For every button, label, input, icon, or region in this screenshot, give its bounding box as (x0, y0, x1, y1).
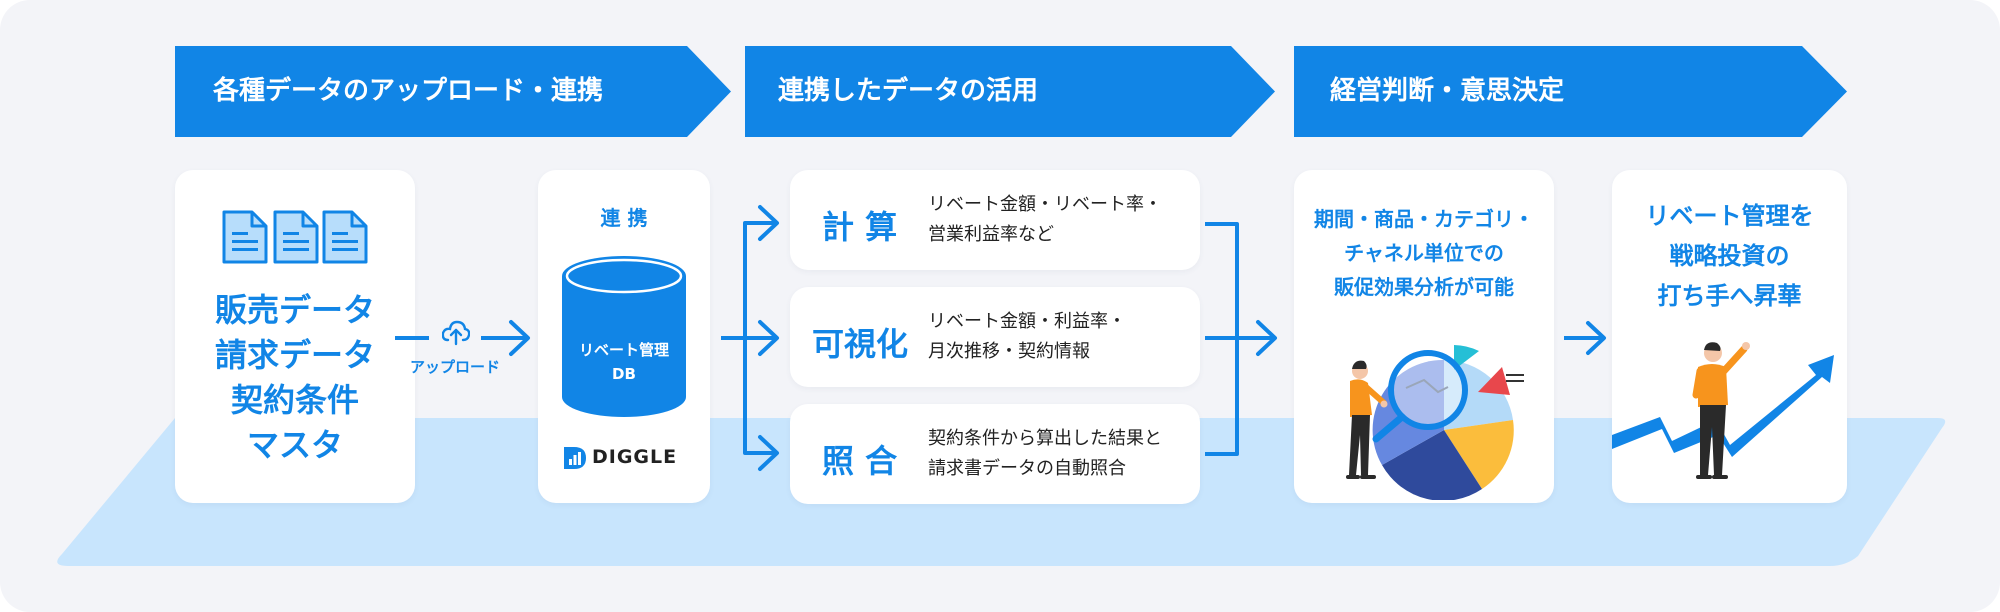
diggle-logo-icon (564, 447, 586, 469)
analysis-line3: 販促効果分析が可能 (1334, 275, 1514, 299)
feature-card-matching: 照 合 契約条件から算出した結果と 請求書データの自動照合 (790, 404, 1200, 504)
integration-card: 連 携 リベート管理 DB DIGGLE (538, 170, 710, 503)
feature-title: 照 合 (822, 442, 898, 480)
branch-connector (721, 205, 779, 471)
feature-card-calculation: 計 算 リベート金額・リベート率・ 営業利益率など (790, 170, 1200, 270)
db-label: リベート管理 DB (538, 338, 710, 386)
banner-management-decision: 経営判断・意思決定 (1294, 46, 1847, 137)
database-icon (562, 256, 686, 417)
analysis-text: 期間・商品・カテゴリ・ チャネル単位での 販促効果分析が可能 (1294, 202, 1554, 304)
strategy-text: リベート管理を 戦略投資の 打ち手へ昇華 (1612, 196, 1847, 316)
person-rising-arrow-illustration (1612, 342, 1834, 479)
upload-label: アップロード (409, 358, 500, 376)
integration-title: 連 携 (600, 206, 648, 230)
arrow-connector (1564, 321, 1606, 355)
merge-connector (1205, 222, 1277, 456)
feature-desc-line2: 月次推移・契約情報 (928, 341, 1090, 362)
feature-desc-line1: 契約条件から算出した結果と (928, 428, 1162, 449)
analysis-card: 期間・商品・カテゴリ・ チャネル単位での 販促効果分析が可能 (1294, 170, 1554, 503)
feature-desc-line2: 請求書データの自動照合 (928, 458, 1126, 479)
document-icon (222, 210, 368, 264)
banner-label: 連携したデータの活用 (778, 76, 1039, 106)
analysis-line2: チャネル単位での (1344, 241, 1504, 265)
source-data-card: 販売データ 請求データ 契約条件 マスタ (175, 170, 415, 503)
upload-connector (395, 320, 530, 356)
strategy-card: リベート管理を 戦略投資の 打ち手へ昇華 (1612, 170, 1847, 503)
feature-desc-line1: リベート金額・利益率・ (928, 311, 1126, 332)
db-label-line1: リベート管理 (578, 341, 669, 359)
strategy-line2: 戦略投資の (1669, 242, 1790, 270)
feature-title: 計 算 (822, 208, 898, 246)
cloud-upload-icon (442, 320, 470, 346)
diggle-logo-text: DIGGLE (592, 446, 678, 468)
source-line-sales: 販売データ (214, 291, 375, 329)
feature-desc-line1: リベート金額・リベート率・ (928, 194, 1162, 215)
db-label-line2: DB (612, 365, 636, 383)
source-line-master: マスタ (246, 426, 343, 464)
source-line-contract: 契約条件 (230, 381, 359, 419)
source-line-billing: 請求データ (214, 336, 375, 374)
analyst-magnifier-pie-illustration (1346, 345, 1524, 500)
feature-desc-line2: 営業利益率など (928, 224, 1054, 245)
banner-data-utilization: 連携したデータの活用 (745, 46, 1275, 137)
feature-card-visualization: 可視化 リベート金額・利益率・ 月次推移・契約情報 (790, 287, 1200, 387)
feature-title: 可視化 (812, 325, 909, 363)
strategy-line3: 打ち手へ昇華 (1657, 282, 1802, 310)
banner-label: 各種データのアップロード・連携 (213, 76, 604, 106)
strategy-line1: リベート管理を (1645, 202, 1814, 230)
analysis-line1: 期間・商品・カテゴリ・ (1314, 207, 1534, 231)
banner-label: 経営判断・意思決定 (1330, 76, 1565, 106)
banner-upload-integration: 各種データのアップロード・連携 (175, 46, 731, 137)
